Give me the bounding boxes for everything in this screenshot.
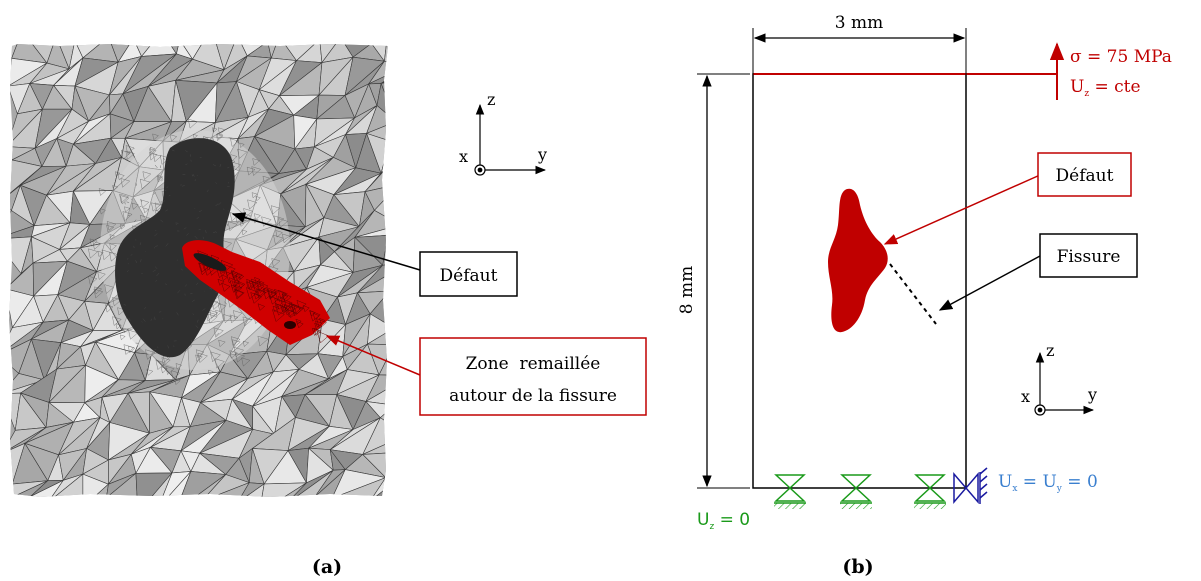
- zone-box: [419, 337, 647, 416]
- crack-label: Fissure: [1057, 247, 1121, 267]
- defect-arrow-a: [231, 212, 421, 271]
- zone-label-line1: Zone remaillée: [466, 354, 601, 374]
- height-label: 8 mm: [677, 266, 697, 314]
- panel-a-mesh: [9, 44, 388, 497]
- support-1: [774, 474, 806, 509]
- axis-z-label-a: z: [487, 90, 495, 109]
- side-support: [953, 467, 988, 505]
- bottom-bc-label: Uz = 0: [697, 510, 750, 532]
- defect-box-b: [1037, 152, 1132, 197]
- panel-b-axes: [1034, 351, 1095, 416]
- axis-y-label-a: y: [537, 145, 547, 164]
- remeshed-zone: [182, 240, 330, 345]
- support-2: [840, 474, 872, 509]
- caption-b: (b): [842, 556, 873, 578]
- defect-label-b: Défaut: [1056, 166, 1114, 186]
- axis-x-label-a: x: [459, 147, 468, 166]
- defect-shape-b: [828, 188, 888, 333]
- zone-arrow: [325, 335, 421, 376]
- width-label: 3 mm: [835, 13, 883, 33]
- defect-shape: [115, 138, 235, 358]
- load-label: σ = 75 MPa: [1070, 47, 1172, 67]
- support-3: [914, 474, 946, 509]
- axis-x-label-b: x: [1021, 387, 1030, 406]
- axis-y-label-b: y: [1087, 385, 1097, 404]
- side-bc-label: Ux = Uy = 0: [998, 472, 1098, 494]
- axis-z-label-b: z: [1046, 341, 1054, 360]
- uz-top-label: Uz = cte: [1070, 77, 1141, 99]
- crack-line: [889, 263, 937, 325]
- crack-arrow: [938, 255, 1041, 311]
- defect-box-a: [419, 251, 518, 297]
- defect-arrow-b: [883, 174, 1041, 245]
- caption-a: (a): [312, 556, 342, 578]
- zone-label-line2: autour de la fissure: [449, 386, 617, 406]
- panel-a-axes: [474, 103, 547, 176]
- defect-label-a: Défaut: [440, 266, 498, 286]
- crack-box: [1039, 233, 1138, 278]
- bottom-supports: [774, 474, 946, 509]
